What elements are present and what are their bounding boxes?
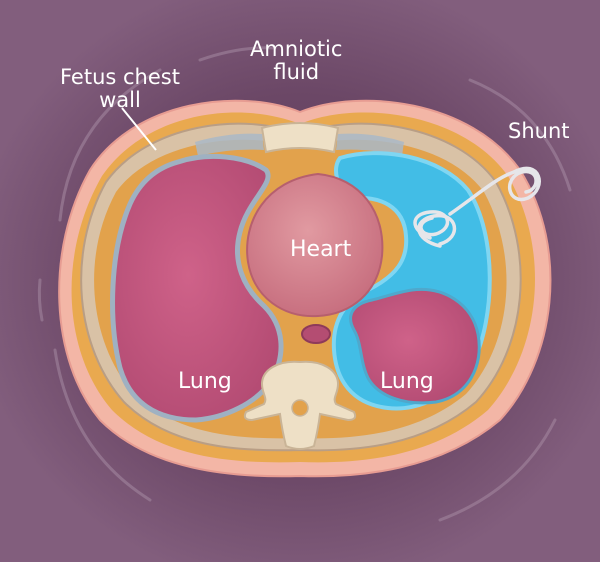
label-amniotic-fluid: Amniotic fluid [250,37,343,84]
label-fetus-chest-wall: Fetus chest wall [60,65,180,112]
amniotic-fluid-ripples [37,46,572,522]
label-heart: Heart [290,237,352,262]
shunt-coil [413,166,541,248]
aorta [301,324,331,344]
intercostal-strip-right [336,133,404,156]
label-lung-left: Lung [178,369,232,394]
sternum [260,122,340,154]
heart [246,172,384,318]
spinal-canal [291,399,309,417]
lung-right [349,287,481,405]
chest-wall-leader-line [121,107,157,151]
label-lung-right: Lung [380,369,434,394]
label-shunt: Shunt [508,119,570,143]
intercostal-strip-left [195,133,264,156]
